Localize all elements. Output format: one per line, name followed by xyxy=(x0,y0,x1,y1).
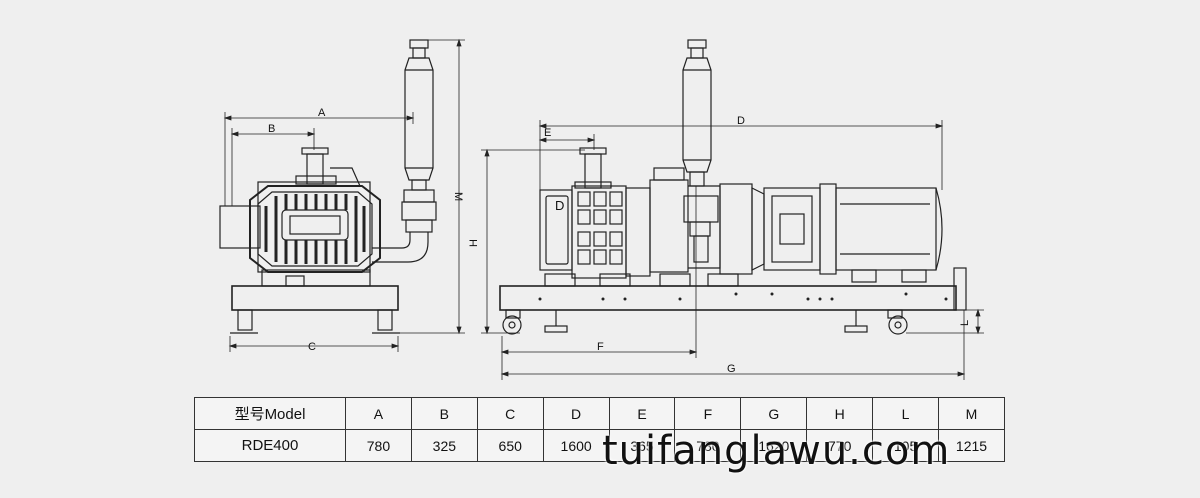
header-m: M xyxy=(938,397,1005,430)
header-e: E xyxy=(608,397,676,430)
spec-table-header-row: 型号Model A B C D E F G H L M xyxy=(194,397,1005,430)
dim-label-a: A xyxy=(318,107,326,119)
header-b: B xyxy=(410,397,478,430)
header-c: C xyxy=(476,397,544,430)
dim-label-e: E xyxy=(544,127,551,139)
side-view-dimensions xyxy=(481,120,984,380)
dim-label-l: L xyxy=(959,320,971,326)
cell-l: 105 xyxy=(872,429,940,462)
cell-m: 1215 xyxy=(938,429,1005,462)
dim-label-b: B xyxy=(268,123,275,135)
end-view xyxy=(219,39,437,334)
header-f: F xyxy=(674,397,742,430)
cell-c: 650 xyxy=(476,429,544,462)
cell-b: 325 xyxy=(410,429,478,462)
cell-a: 780 xyxy=(345,429,412,462)
dim-label-g: G xyxy=(727,363,736,375)
header-model: 型号Model xyxy=(194,397,346,430)
dim-label-m: M xyxy=(452,192,464,201)
nameplate-letter: D xyxy=(555,198,564,213)
cell-g: 1620 xyxy=(740,429,808,462)
dim-label-f: F xyxy=(597,341,604,353)
dim-label-h: H xyxy=(468,239,480,247)
watermark: tuifanglawu.com xyxy=(602,428,951,474)
header-g: G xyxy=(740,397,808,430)
spec-table: 型号Model A B C D E F G H L M RDE400 780 3… xyxy=(194,397,1005,462)
header-a: A xyxy=(345,397,412,430)
end-view-dimensions xyxy=(223,38,465,352)
spec-table-row: RDE400 780 325 650 1600 365 780 1620 770… xyxy=(194,429,1005,462)
header-l: L xyxy=(872,397,940,430)
dim-label-c: C xyxy=(308,341,316,353)
side-view xyxy=(499,39,967,335)
cell-d: 1600 xyxy=(542,429,610,462)
header-h: H xyxy=(806,397,874,430)
cell-model: RDE400 xyxy=(194,429,346,462)
dim-label-d: D xyxy=(737,115,745,127)
header-d: D xyxy=(542,397,610,430)
cell-e: 365 xyxy=(608,429,676,462)
cell-h: 770 xyxy=(806,429,874,462)
